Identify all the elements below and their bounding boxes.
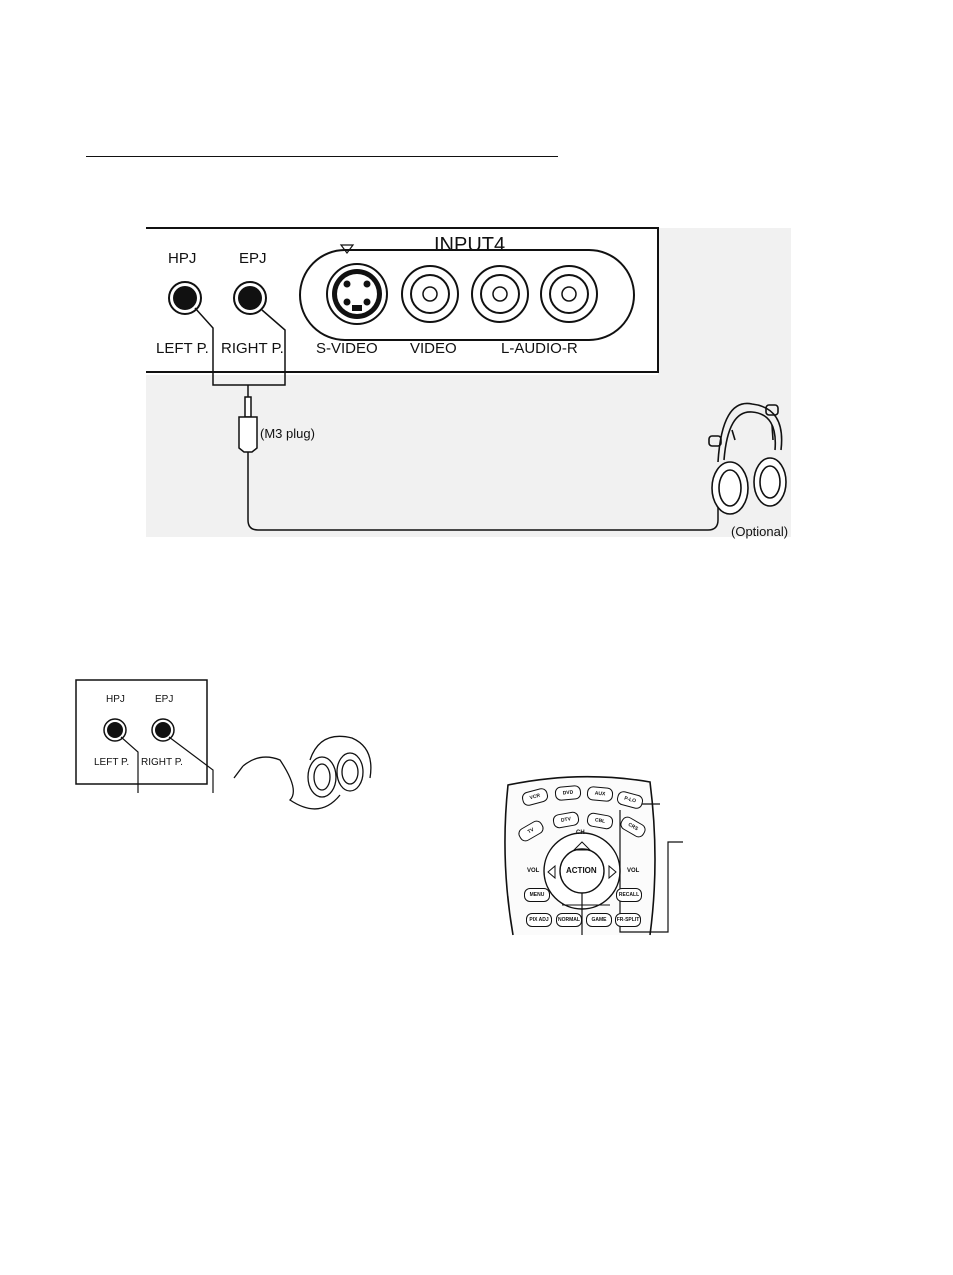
optional-label: (Optional)	[731, 525, 788, 538]
hpj-label: HPJ	[168, 251, 196, 266]
small-headphones-icon	[234, 736, 371, 809]
epj-label: EPJ	[239, 251, 267, 266]
small-hpj-label: HPJ	[106, 695, 125, 705]
video-label: VIDEO	[410, 341, 457, 356]
left-p-label: LEFT P.	[156, 341, 209, 356]
remote-button-recall[interactable]: RECALL	[616, 888, 642, 902]
remote-vol-left-label: VOL	[527, 868, 539, 874]
m3-plug-label: (M3 plug)	[260, 427, 315, 440]
action-button[interactable]: ACTION	[566, 867, 597, 875]
remote-ch-label: CH	[576, 830, 585, 836]
remote-vol-right-label: VOL	[627, 868, 639, 874]
audio-left-jack	[472, 266, 528, 322]
epj-jack	[234, 282, 266, 314]
audio-label: L-AUDIO-R	[501, 341, 578, 356]
remote-button-dvd[interactable]: DVD	[554, 785, 581, 801]
s-video-label: S-VIDEO	[316, 341, 378, 356]
small-jack-panel	[76, 680, 207, 784]
remote-button-menu[interactable]: MENU	[524, 888, 550, 902]
remote-button-aux[interactable]: AUX	[586, 786, 613, 802]
diagram-backdrop	[146, 375, 791, 537]
remote-button-game[interactable]: GAME	[586, 913, 612, 927]
video-jack	[402, 266, 458, 322]
remote-button-fr-split[interactable]: FR-SPLIT	[615, 913, 641, 927]
small-left-p-label: LEFT P.	[94, 758, 129, 768]
small-epj-label: EPJ	[155, 695, 173, 705]
audio-right-jack	[541, 266, 597, 322]
remote-button-normal[interactable]: NORMAL	[556, 913, 582, 927]
input4-label: INPUT4	[434, 235, 505, 255]
remote-button-pix-adj[interactable]: PIX ADJ	[526, 913, 552, 927]
small-right-p-label: RIGHT P.	[141, 758, 183, 768]
s-video-jack	[327, 264, 387, 324]
right-p-label: RIGHT P.	[221, 341, 284, 356]
